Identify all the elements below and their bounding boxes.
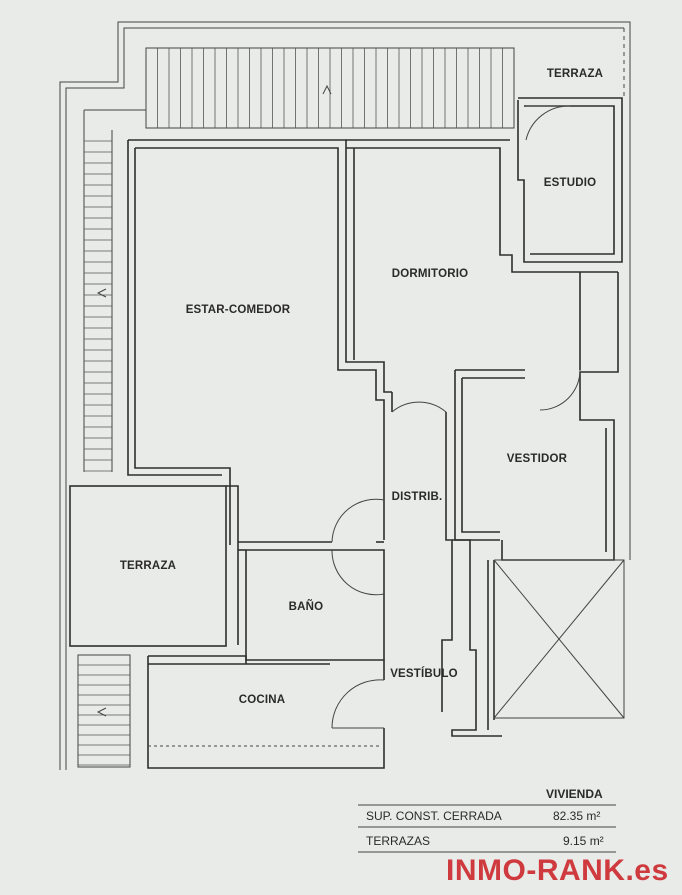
stair-left-arrow-icon [96, 707, 107, 717]
interior-walls [69, 97, 625, 769]
summary-row-label: SUP. CONST. CERRADA [366, 809, 502, 823]
room-label-estar-comedor: ESTAR-COMEDOR [186, 304, 291, 316]
watermark-logo: INMO-RANK.es [446, 854, 669, 887]
room-label-vestibulo: VESTÍBULO [390, 667, 458, 680]
summary-row-label: TERRAZAS [366, 834, 430, 848]
top-staircase [145, 47, 515, 129]
room-label-vestidor: VESTIDOR [507, 453, 568, 465]
stair-up-arrow-icon [322, 84, 332, 95]
outer-boundary [59, 21, 631, 770]
lower-staircase [77, 654, 131, 768]
room-label-distrib: DISTRIB. [392, 491, 443, 503]
room-label-terraza-top: TERRAZA [547, 68, 603, 80]
summary-title: VIVIENDA [546, 787, 603, 801]
area-summary-table: VIVIENDA SUP. CONST. CERRADA 82.35 m² TE… [358, 787, 616, 853]
room-label-estudio: ESTUDIO [544, 177, 597, 189]
room-label-cocina: COCINA [239, 694, 286, 706]
room-label-terraza-left: TERRAZA [120, 560, 176, 572]
room-label-bano: BAÑO [289, 600, 324, 613]
room-label-dormitorio: DORMITORIO [392, 268, 469, 280]
stair-left-arrow-icon [96, 288, 107, 298]
summary-row-value: 9.15 m² [563, 834, 604, 848]
left-staircase [83, 109, 147, 472]
summary-row-value: 82.35 m² [553, 809, 600, 823]
